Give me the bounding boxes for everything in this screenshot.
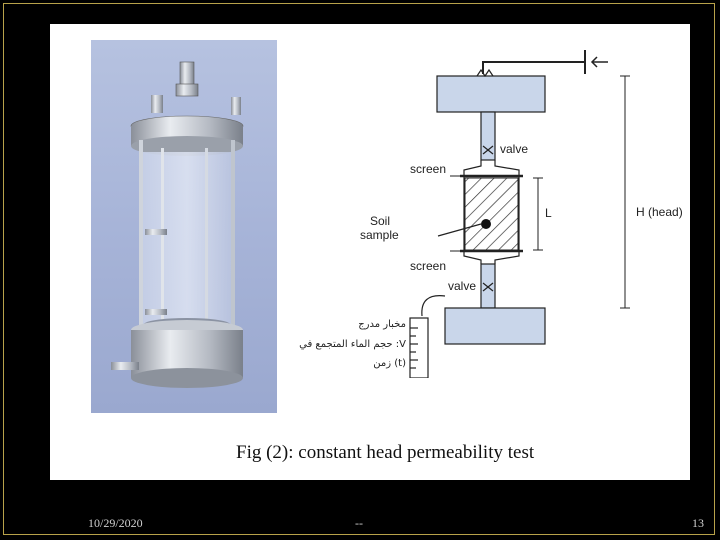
bottom-valve-icon (482, 282, 494, 292)
lower-reservoir (444, 307, 546, 345)
inlet-pipe (482, 61, 585, 74)
label-L: L (545, 206, 552, 220)
upper-reservoir (436, 75, 546, 113)
soil-sample (464, 177, 519, 251)
inlet-arrow-icon (590, 56, 608, 68)
permeameter-illustration (111, 61, 244, 388)
graduated-cylinder (409, 317, 429, 378)
permeameter-photo (91, 40, 277, 413)
arabic-label-volume: حجم الماء المتجمع في :V (299, 339, 406, 350)
label-soil-line1: Soil (370, 214, 390, 228)
label-valve-bottom: valve (448, 279, 476, 293)
footer-date: 10/29/2020 (88, 516, 143, 530)
figure-caption: Fig (2): constant head permeability test (236, 442, 535, 463)
label-head: H (head) (636, 205, 683, 219)
top-valve-icon (482, 145, 494, 155)
label-soil-line2: sample (360, 228, 399, 242)
slide-frame (3, 3, 715, 535)
slide-number: 13 (692, 516, 704, 530)
footer-middle: -- (355, 516, 363, 530)
label-screen-top: screen (410, 162, 446, 176)
label-screen-bottom: screen (410, 259, 446, 273)
arabic-label-cylinder: مخبار مدرج (358, 319, 406, 330)
label-valve-top: valve (500, 142, 528, 156)
figure-panel: valve screen screen Soil sample L (50, 24, 690, 480)
constant-head-diagram: valve screen screen Soil sample L (299, 50, 683, 378)
arabic-label-time: زمن (t) (373, 358, 406, 369)
